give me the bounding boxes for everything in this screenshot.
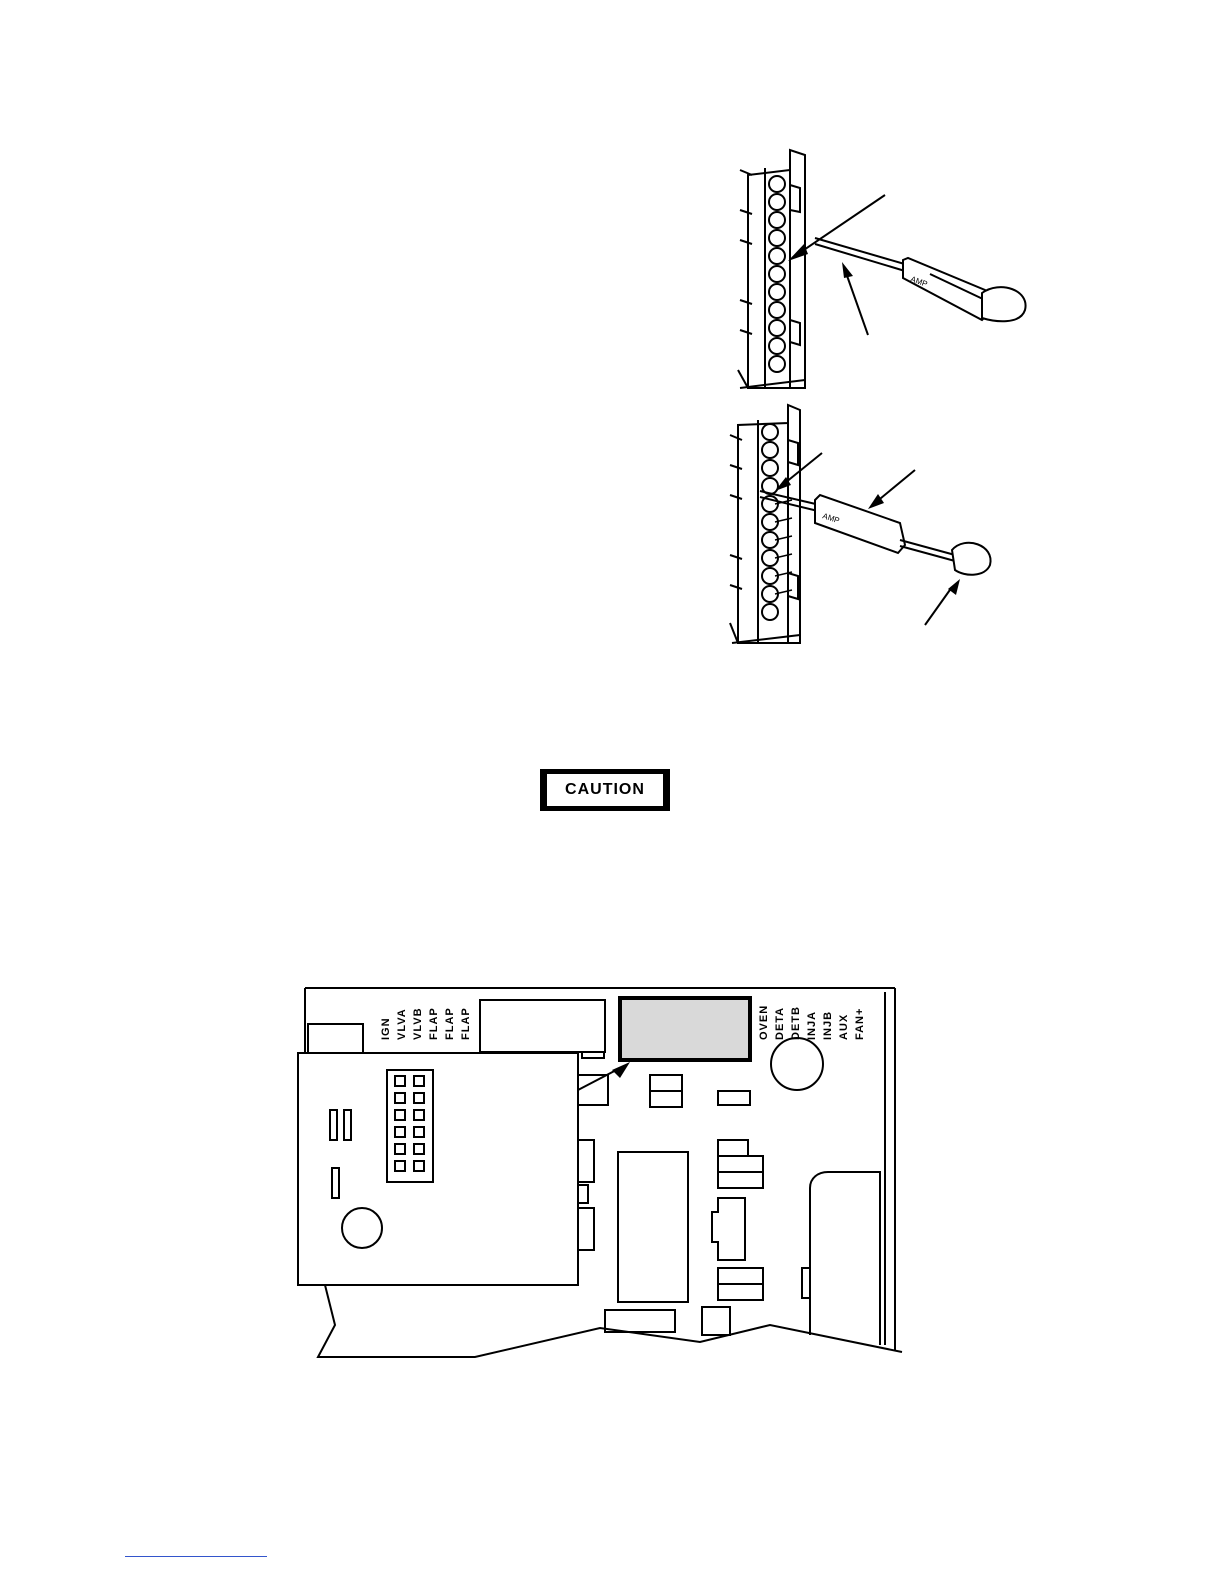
board-label: VLVA (396, 1008, 408, 1040)
highlighted-component (620, 998, 750, 1060)
connector-cavities (769, 176, 785, 372)
circuit-board-figure: IGN VLVA VLVB FLAP FLAP FLAP OVEN DETA D… (290, 980, 910, 1370)
caution-label: CAUTION (540, 769, 670, 811)
board-label: DETA (774, 1007, 786, 1040)
board-label: FLAP (460, 1007, 472, 1040)
board-label: AUX (838, 1014, 850, 1040)
board-label: VLVB (412, 1007, 424, 1040)
board-label: DETB (790, 1006, 802, 1040)
board-label: OVEN (758, 1005, 770, 1040)
board-label: INJB (822, 1011, 834, 1040)
connector-extraction-figure: AMP (720, 395, 1020, 655)
connector-insertion-figure: AMP (720, 140, 1040, 400)
board-label: INJA (806, 1011, 818, 1040)
board-label: IGN (380, 1017, 392, 1040)
board-label: FLAP (428, 1007, 440, 1040)
footer-rule (125, 1556, 267, 1557)
board-label: FLAP (444, 1007, 456, 1040)
board-label: FAN+ (854, 1008, 866, 1040)
caution-text: CAUTION (547, 774, 663, 806)
